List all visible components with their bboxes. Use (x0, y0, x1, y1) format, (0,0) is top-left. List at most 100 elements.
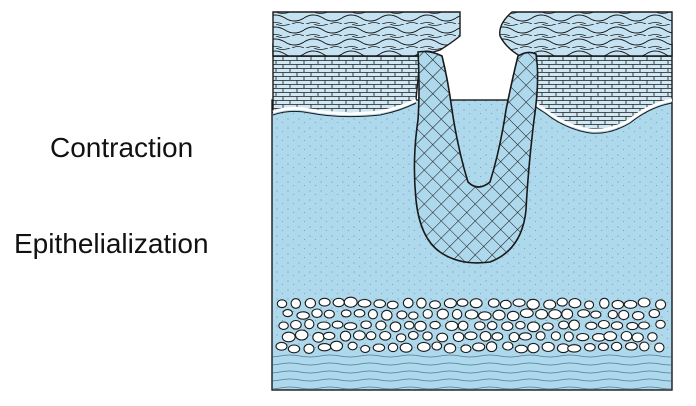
fat-cell (561, 308, 574, 320)
fat-cell (486, 321, 498, 331)
fat-cell (278, 321, 289, 330)
fat-cell (403, 320, 415, 330)
fat-cell (550, 331, 562, 341)
fat-cell (492, 309, 506, 321)
fat-cell (375, 320, 387, 331)
fat-cell (527, 342, 540, 354)
epithelial-tongue (413, 50, 539, 264)
fat-cell (275, 341, 288, 351)
fat-cell (416, 341, 431, 352)
fibrous-base-layer (273, 352, 671, 389)
fat-cell (456, 298, 469, 307)
fat-cell (535, 331, 546, 341)
fat-cell (373, 299, 387, 309)
fat-cell (535, 308, 549, 320)
fat-cell (276, 299, 288, 309)
fat-cell (332, 297, 345, 308)
fat-cell (452, 331, 465, 343)
fat-cell (367, 309, 378, 320)
fat-cell (519, 308, 534, 319)
fat-cell (499, 299, 512, 310)
fat-cell (402, 297, 414, 309)
fat-cell (357, 298, 372, 308)
basement-membrane-left (272, 98, 417, 116)
fat-cell (422, 308, 433, 319)
fat-cell (599, 297, 610, 309)
fat-cell (343, 296, 358, 308)
fat-cell (460, 344, 472, 354)
fat-cell (568, 319, 580, 331)
fat-cell (518, 332, 532, 341)
fat-cell (556, 297, 568, 307)
fat-cell (638, 321, 650, 330)
fat-cell (474, 321, 486, 331)
fat-cell (576, 332, 590, 342)
fat-cell (360, 344, 371, 354)
stratum-corneum-left (272, 11, 461, 57)
fat-cell (340, 309, 352, 318)
fat-cell (399, 342, 413, 353)
fat-cell (395, 333, 407, 343)
fat-cell (515, 320, 526, 330)
fat-cell (526, 321, 541, 333)
fat-cell (464, 309, 479, 320)
fat-cell (347, 341, 358, 351)
fat-cell (631, 332, 644, 343)
fat-cell (429, 320, 441, 330)
fat-cell (541, 322, 554, 331)
basement-membrane-right (525, 94, 673, 132)
fat-cell (639, 341, 650, 352)
fat-cell (311, 308, 323, 318)
fat-cell (543, 299, 557, 310)
fat-cell (372, 343, 386, 352)
fat-cell (590, 310, 602, 319)
fat-cell (304, 297, 317, 309)
fat-cell (479, 330, 492, 342)
fat-cell (584, 300, 595, 310)
fat-cell (379, 330, 392, 341)
fat-cell (597, 319, 610, 330)
fat-cell (331, 320, 344, 329)
fat-cell (282, 309, 293, 318)
fat-cell (512, 298, 526, 307)
fat-cell (647, 332, 658, 342)
fat-cell (655, 299, 667, 310)
fat-cell (360, 320, 372, 330)
fat-cell (365, 331, 377, 341)
fat-cell (610, 321, 624, 330)
fat-cell (316, 321, 331, 330)
fat-cell (323, 309, 335, 319)
fat-cells-layer (275, 296, 667, 354)
fat-cell (623, 299, 638, 309)
fat-cell (464, 331, 478, 341)
fat-cell (568, 298, 582, 309)
fat-cell (502, 341, 514, 351)
fat-cell (506, 310, 520, 322)
fat-cell (407, 330, 419, 340)
fat-cell (443, 298, 457, 309)
fat-cell (436, 308, 449, 320)
fat-cell (654, 342, 665, 353)
stratum-corneum-right (499, 11, 673, 57)
fat-cell (626, 321, 639, 331)
fat-cell (541, 341, 555, 353)
fat-cell (381, 309, 393, 321)
fat-cell (343, 322, 358, 331)
fat-cell (431, 341, 443, 351)
fat-cell (353, 309, 366, 318)
label-contraction: Contraction (50, 132, 194, 163)
fat-cell (648, 308, 661, 319)
fat-cell (443, 343, 457, 354)
label-epithelialization: Epithelialization (14, 228, 209, 259)
fat-cell (408, 311, 419, 320)
fat-cell (501, 321, 514, 332)
fat-cell (477, 311, 492, 321)
fat-cell (469, 298, 483, 309)
fat-cell (396, 310, 408, 320)
fat-cell (567, 344, 582, 353)
fat-cell (585, 321, 598, 330)
fat-cell (514, 344, 528, 354)
fat-cell (618, 309, 630, 321)
fat-cell (451, 308, 463, 320)
